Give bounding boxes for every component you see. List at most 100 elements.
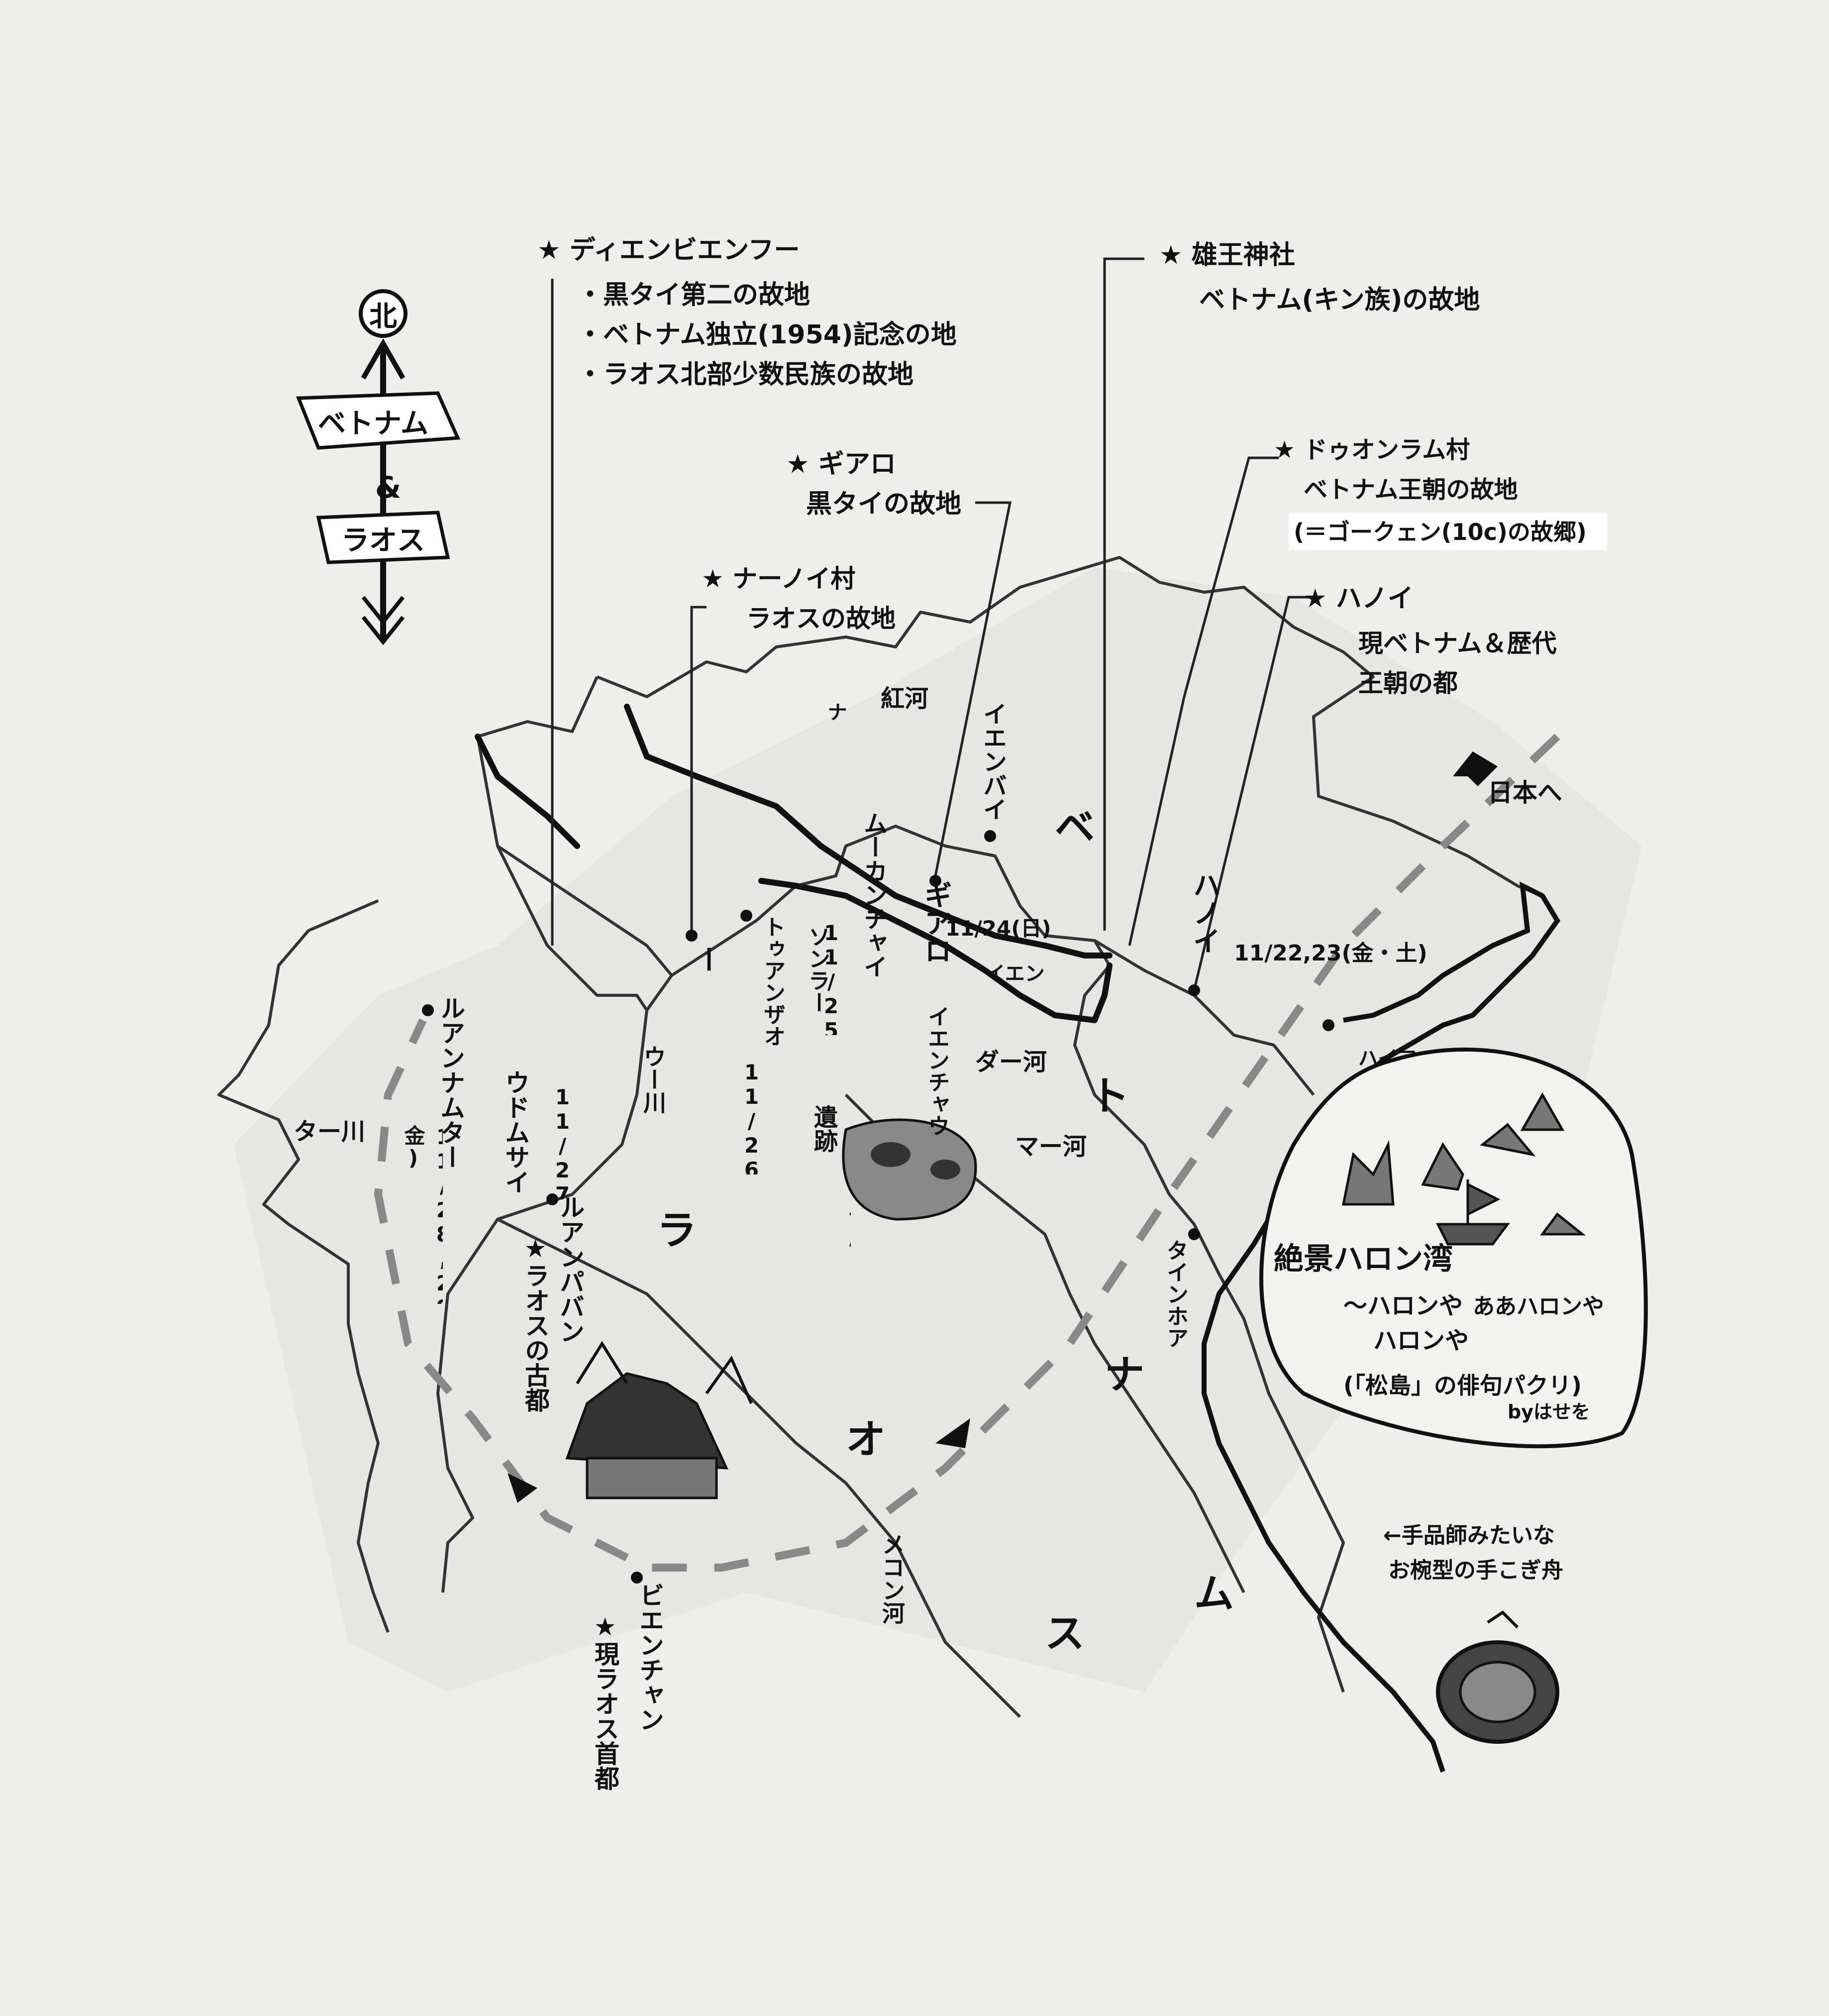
- rivers: [475, 704, 1113, 1023]
- airplane-japan-icon: [1453, 751, 1498, 786]
- laos-north-border: [436, 736, 673, 1593]
- halong-title: 絶景ハロン湾: [1274, 1242, 1453, 1276]
- junk-boat-icon: [1435, 1179, 1510, 1246]
- v-dienbien: ディエンビエンフー: [691, 946, 723, 973]
- v-yenbai: イエンバイ: [979, 702, 1007, 821]
- country-laos-2: オ: [846, 1416, 886, 1463]
- v-mekong: メコン河: [879, 1533, 906, 1624]
- callout-nanoi-title: ★ ナーノイ村: [702, 564, 855, 593]
- label-red-river: 紅河: [881, 685, 928, 713]
- v-date-sonla: 11/25(月): [819, 921, 843, 1035]
- v-yenchau: イエンチャウ: [924, 1005, 949, 1137]
- v-vientiane: ビエンチャン: [635, 1583, 664, 1732]
- southern-laos-border: [497, 1218, 1021, 1718]
- banner-bottom-shape: [316, 511, 450, 564]
- date-giaro: 11/24(日): [945, 916, 1051, 941]
- banner-bottom-text: ラオス: [341, 525, 425, 557]
- v-sonla: ソンラー: [805, 926, 830, 1013]
- travel-route: [374, 734, 1560, 1572]
- laos-inner-border: [496, 845, 648, 1011]
- leader-nanoi: [690, 606, 707, 936]
- callout-hung: ★ 雄王神社 ベトナム(キン族)の故地: [1159, 240, 1480, 315]
- halong-poem-3: ハロンや: [1373, 1327, 1469, 1355]
- dot-thanhhoa: [1188, 1228, 1200, 1240]
- label-japan: 日本へ: [1488, 778, 1562, 807]
- callout-duong-line1: ベトナム王朝の故地: [1304, 476, 1518, 504]
- country-viet-3: ナ: [1105, 1352, 1144, 1398]
- northern-river: [475, 734, 580, 849]
- callout-giaro-title: ★ ギアロ: [786, 449, 896, 479]
- northern-border: [596, 556, 1543, 897]
- halong-credit: (「松島」の俳句パクリ): [1343, 1372, 1582, 1399]
- v-luangprabang-note: ★ラオスの古都: [521, 1234, 550, 1412]
- jar-plain-illustration: [842, 1118, 977, 1221]
- v-vientiane-note: ★現ラオス首都: [591, 1612, 619, 1791]
- callout-hanoi-line2: 王朝の都: [1358, 669, 1458, 698]
- western-laos-border: [217, 899, 390, 1633]
- leader-hanoi: [1193, 596, 1314, 991]
- v-date-dienbien: 11/26(火): [739, 1060, 764, 1174]
- country-viet-2: ト: [1090, 1073, 1129, 1119]
- v-jars: ジャール平原の遺跡: [810, 1105, 851, 1272]
- leader-duong: [1128, 456, 1279, 946]
- v-tuangiao: トゥアンザオ: [760, 916, 785, 1047]
- temple-illustration: [565, 1341, 753, 1499]
- halong-poem-2: ああハロンや: [1473, 1294, 1604, 1319]
- western-border: [477, 676, 599, 738]
- callout-duong: ★ ドゥオンラム村 ベトナム王朝の故地 (＝ゴークェン(10c)の故郷): [1274, 436, 1607, 550]
- dot-giaro: [929, 875, 941, 887]
- v-giaro: ギアロ: [919, 881, 952, 964]
- dot-dienbien: [686, 930, 698, 942]
- callout-duong-line2: (＝ゴークェン(10c)の故郷): [1294, 519, 1587, 545]
- v-thanhhoa: タインホア: [1163, 1239, 1188, 1349]
- country-laos-3: ス: [1045, 1610, 1085, 1657]
- dot-luangnamtha: [422, 1004, 434, 1016]
- label-ta-river: ター川: [294, 1118, 365, 1146]
- callout-nanoi: ★ ナーノイ村 ラオスの故地: [702, 564, 896, 633]
- red-river: [624, 704, 1113, 958]
- callout-hanoi-title: ★ ハノイ: [1304, 584, 1414, 614]
- v-date-udomxai: 11/27(水): [550, 1085, 575, 1199]
- halong-by: byはせを: [1508, 1401, 1590, 1423]
- callout-hanoi-line1: 現ベトナム＆歴代: [1358, 629, 1557, 658]
- callout-giaro-line1: 黒タイの故地: [806, 489, 961, 519]
- banner-top-text: ベトナム: [318, 408, 428, 440]
- callout-hung-line1: ベトナム(キン族)の故地: [1199, 285, 1480, 315]
- north-circle: [359, 289, 407, 338]
- v-hanoi: ハノイ: [1188, 871, 1220, 955]
- banner-amp-text: &: [375, 470, 401, 505]
- v-nam: ナ: [824, 702, 847, 722]
- airplane-laos-icon: [935, 1418, 970, 1448]
- country-viet-1: ベ: [1055, 804, 1095, 850]
- boat-note-2: お椀型の手こぎ舟: [1388, 1558, 1563, 1583]
- date-hanoi: 11/22,23(金・土): [1234, 941, 1427, 966]
- airplane-luang-icon: [508, 1473, 537, 1503]
- dot-hanoi: [1188, 984, 1200, 996]
- country-vietnam: ベ ト ナ ム: [1055, 804, 1234, 1617]
- inner-viet-lines: [1094, 939, 1315, 1096]
- label-da-river: ダー河: [975, 1048, 1047, 1076]
- v-udomxai: ウドムサイ: [501, 1070, 530, 1194]
- label-ma-river: マー河: [1015, 1133, 1087, 1161]
- callout-dien-line3: ・ラオス北部少数民族の故地: [577, 360, 914, 390]
- dot-haiphong: [1322, 1019, 1334, 1031]
- dot-vientiane: [631, 1572, 643, 1584]
- boat-note-1: ←手品師みたいな: [1383, 1523, 1555, 1548]
- north-label: 北: [369, 301, 397, 333]
- halong-poem-1: 〜ハロンや: [1343, 1292, 1463, 1320]
- dot-yenbai: [984, 830, 996, 842]
- callout-dien-line1: ・黒タイ第二の故地: [577, 280, 810, 310]
- callout-dien: ★ ディエンビエンフー ・黒タイ第二の故地 ・ベトナム独立(1954)記念の地 …: [537, 235, 957, 390]
- halong-bubble: 絶景ハロン湾 〜ハロンや ああハロンや ハロンや (「松島」の俳句パクリ) by…: [1259, 1047, 1648, 1449]
- basket-boat-icon: [1436, 1610, 1559, 1744]
- dot-tuangiao: [740, 910, 752, 922]
- v-ou: ウー川: [640, 1045, 667, 1114]
- compass-arrowhead: [361, 338, 406, 380]
- callout-dien-title: ★ ディエンビエンフー: [537, 235, 800, 265]
- v-luangprabang: ルアンパバン: [556, 1194, 585, 1344]
- city-dots: [422, 830, 1334, 1584]
- country-laos: ラ オ ス: [657, 1207, 1085, 1657]
- banner-top-shape: [296, 391, 461, 450]
